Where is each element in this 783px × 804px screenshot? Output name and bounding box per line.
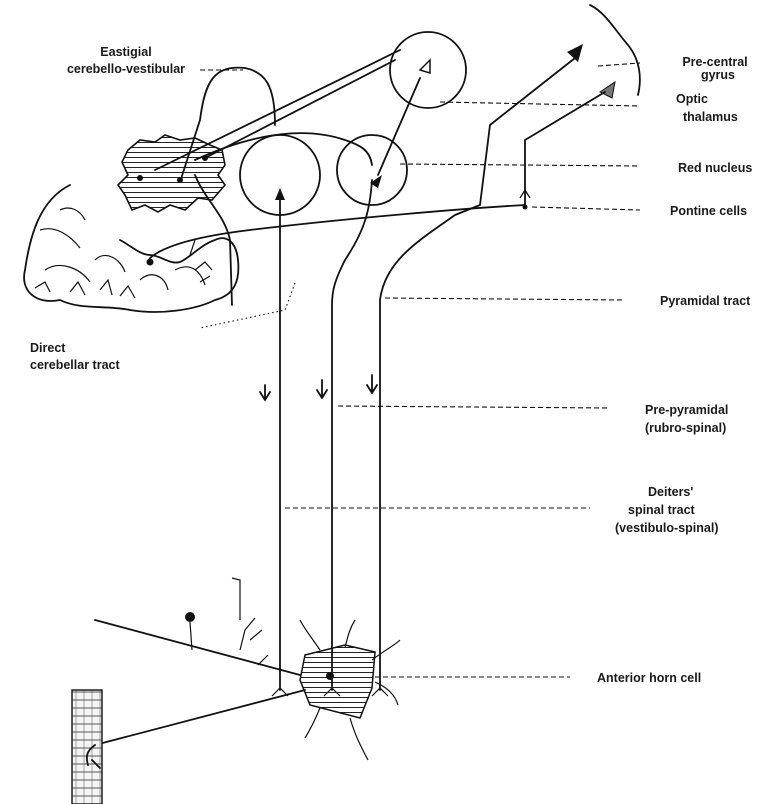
label-deiters-2: spinal tract [628, 503, 696, 517]
deiters-cell [275, 188, 285, 200]
thalamus-cell [600, 82, 615, 98]
upper-nucleus-circle [390, 32, 466, 108]
label-optic-2: thalamus [683, 110, 738, 124]
label-precentral-1: Pre-central [682, 55, 747, 69]
label-direct-1: Direct [30, 341, 66, 355]
label-anterior-horn: Anterior horn cell [597, 671, 701, 685]
muscle-fibre [72, 690, 102, 804]
anterior-horn-cell [95, 578, 400, 760]
label-pyramidal: Pyramidal tract [660, 294, 751, 308]
precentral-cell [567, 44, 583, 62]
label-red-nucleus: Red nucleus [678, 161, 752, 175]
tract-fibres [150, 50, 605, 696]
red-nucleus-circle [337, 135, 407, 205]
label-direct-2: cerebellar tract [30, 358, 120, 372]
label-precentral-2: gyrus [701, 68, 735, 82]
label-pontine: Pontine cells [670, 204, 747, 218]
label-deiters-3: (vestibulo-spinal) [615, 521, 718, 535]
label-fastigial-1: Eastigial [100, 45, 151, 59]
label-prepyramidal-1: Pre-pyramidal [645, 403, 728, 417]
label-deiters-1: Deiters' [648, 485, 693, 499]
label-fastigial-2: cerebello-vestibular [67, 62, 185, 76]
label-prepyramidal-2: (rubro-spinal) [645, 421, 726, 435]
upper-cell [420, 60, 430, 73]
leader-lines [200, 63, 640, 677]
label-optic-1: Optic [676, 92, 708, 106]
